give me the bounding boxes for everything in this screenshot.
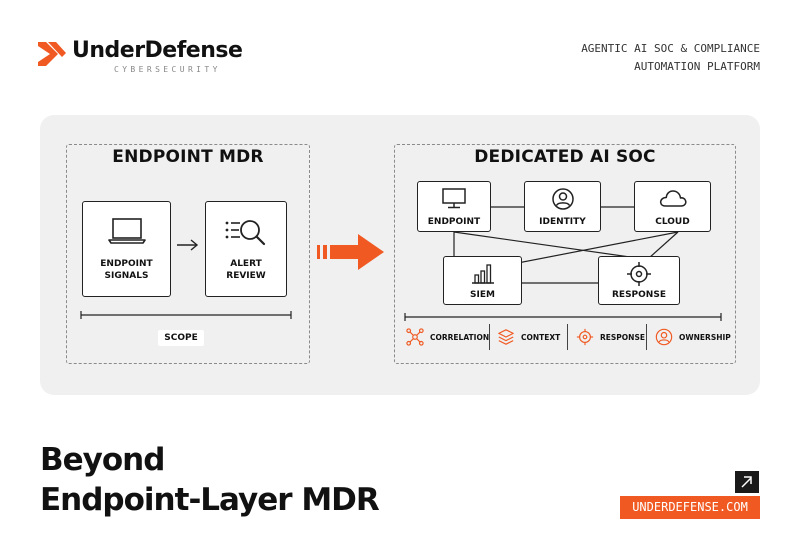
alert-review-node: ALERT REVIEW [205,201,287,297]
laptop-icon [107,218,146,244]
headline: Beyond Endpoint-Layer MDR [40,440,380,520]
flow-arrow-icon [177,239,199,251]
dedicated-ai-soc-title: DEDICATED AI SOC [474,147,656,167]
brand-subtitle: CYBERSECURITY [114,65,221,74]
user-icon [551,188,574,210]
headline-line-1: Beyond [40,442,165,478]
soc-endpoint-node: ENDPOINT [417,181,491,232]
capability-divider [567,324,569,350]
capability-correlation: CORRELATION [406,322,489,352]
capability-response: RESPONSE [576,322,645,352]
transition-arrow-icon [317,234,384,270]
capability-ownership-label: OWNERSHIP [679,332,731,342]
tagline: AGENTIC AI SOC & COMPLIANCE AUTOMATION P… [581,40,760,76]
soc-siem-node: SIEM [443,256,522,305]
endpoint-signals-node: ENDPOINT SIGNALS [82,201,171,297]
user-circle-icon [655,328,673,346]
endpoint-signals-label-2: SIGNALS [104,271,149,281]
tagline-line-2: AUTOMATION PLATFORM [634,60,760,73]
layers-icon [498,329,514,345]
endpoint-mdr-title: ENDPOINT MDR [112,147,264,167]
headline-line-2: Endpoint-Layer MDR [40,482,380,518]
soc-cloud-label: CLOUD [655,217,690,227]
brand-logo[interactable]: UnderDefense CYBERSECURITY [38,38,243,78]
website-link[interactable]: UNDERDEFENSE.COM [620,496,760,519]
soc-connections [453,206,679,284]
network-icon [406,328,424,346]
capability-context: CONTEXT [497,322,560,352]
soc-response-node: RESPONSE [598,256,680,305]
soc-cloud-node: CLOUD [634,181,711,232]
external-link-button[interactable] [735,471,759,493]
alert-review-label-2: REVIEW [226,271,266,281]
capability-correlation-label: CORRELATION [430,332,490,342]
arrow-up-right-icon [741,476,752,488]
endpoint-signals-label-1: ENDPOINT [100,259,153,269]
capability-context-label: CONTEXT [521,332,561,342]
soc-response-label: RESPONSE [612,290,666,300]
scope-bracket [80,311,292,319]
logo-mark-icon [38,42,66,66]
soc-identity-label: IDENTITY [539,217,586,227]
soc-endpoint-label: ENDPOINT [427,217,481,227]
cloud-icon [659,190,687,207]
scope-label: SCOPE [158,330,204,346]
monitor-icon [442,188,466,209]
capability-ownership: OWNERSHIP [655,322,731,352]
soc-identity-node: IDENTITY [524,181,601,232]
brand-name: UnderDefense [72,38,243,63]
soc-siem-label: SIEM [470,290,495,300]
tagline-line-1: AGENTIC AI SOC & COMPLIANCE [581,42,760,55]
alert-review-label-1: ALERT [230,259,262,269]
magnifier-list-icon [225,220,266,246]
bar-chart-icon [471,264,494,284]
endpoint-mdr-group [66,144,310,364]
target-icon [627,262,651,286]
dedicated-ai-soc-group [394,144,736,364]
capability-divider [489,324,491,350]
capabilities-bracket [404,313,722,321]
capability-divider [646,324,648,350]
capability-response-label: RESPONSE [600,332,645,342]
target-icon [576,328,594,346]
